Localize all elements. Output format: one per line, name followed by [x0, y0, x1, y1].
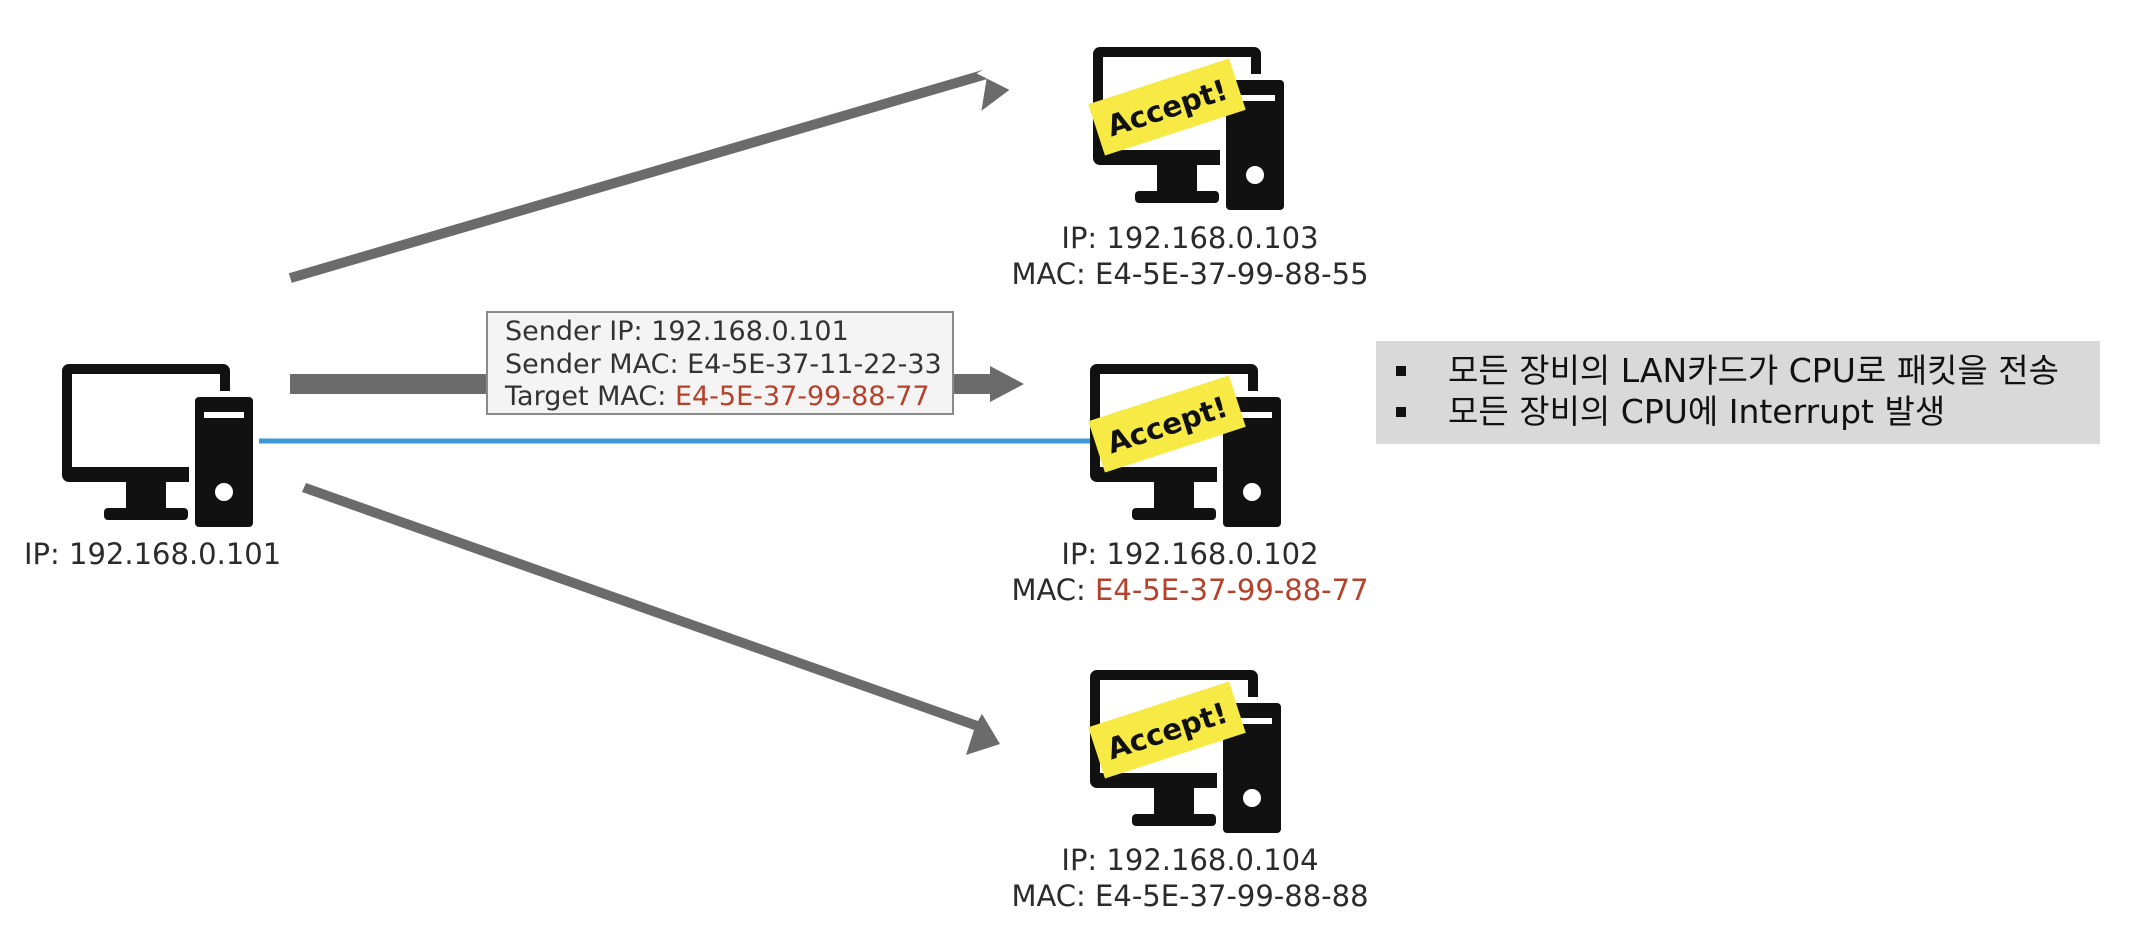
bullet-icon — [1396, 407, 1406, 417]
receiver-top-ip: IP: 192.168.0.103 — [1061, 221, 1319, 255]
receiver-top-mac-value: E4-5E-37-99-88-55 — [1095, 257, 1369, 291]
receiver-bottom-ip: IP: 192.168.0.104 — [1061, 843, 1319, 877]
note-text: 모든 장비의 LAN카드가 CPU로 패킷을 전송 — [1448, 351, 2059, 390]
receiver-top-mac-prefix: MAC: — [1011, 257, 1096, 291]
receiver-middle-labels: IP: 192.168.0.102 MAC: E4-5E-37-99-88-77 — [970, 536, 1410, 608]
receiver-middle-ip: IP: 192.168.0.102 — [1061, 537, 1319, 571]
packet-target-mac-value: E4-5E-37-99-88-77 — [674, 381, 930, 412]
sender-ip-label: IP: 192.168.0.101 — [24, 537, 282, 571]
receiver-top-labels: IP: 192.168.0.103 MAC: E4-5E-37-99-88-55 — [970, 220, 1410, 292]
receiver-middle-mac-value: E4-5E-37-99-88-77 — [1095, 573, 1369, 607]
receiver-middle-mac: MAC: E4-5E-37-99-88-77 — [970, 572, 1410, 608]
packet-target-mac-prefix: Target MAC: — [505, 381, 675, 412]
packet-sender-ip: Sender IP: 192.168.0.101 — [505, 316, 849, 347]
receiver-bottom-mac: MAC: E4-5E-37-99-88-88 — [970, 878, 1410, 914]
receiver-top-mac: MAC: E4-5E-37-99-88-55 — [970, 256, 1410, 292]
arrow-to-top — [288, 69, 1010, 283]
note-item: 모든 장비의 LAN카드가 CPU로 패킷을 전송 — [1396, 350, 2100, 391]
arrow-to-bottom — [302, 483, 1000, 755]
note-text: 모든 장비의 CPU에 Interrupt 발생 — [1448, 392, 1946, 431]
bullet-icon — [1396, 366, 1406, 376]
packet-target-mac: Target MAC: E4-5E-37-99-88-77 — [505, 381, 952, 414]
receiver-bottom-labels: IP: 192.168.0.104 MAC: E4-5E-37-99-88-88 — [970, 842, 1410, 914]
packet-sender-mac: Sender MAC: E4-5E-37-11-22-33 — [505, 348, 942, 380]
receiver-bottom-mac-prefix: MAC: — [1011, 879, 1096, 913]
receiver-middle-mac-prefix: MAC: — [1011, 573, 1096, 607]
receiver-bottom-mac-value: E4-5E-37-99-88-88 — [1095, 879, 1369, 913]
packet-info-box: Sender IP: 192.168.0.101 Sender MAC: E4-… — [486, 311, 954, 415]
sender-computer-icon — [62, 364, 256, 530]
note-item: 모든 장비의 CPU에 Interrupt 발생 — [1396, 391, 2100, 432]
notes-box: 모든 장비의 LAN카드가 CPU로 패킷을 전송 모든 장비의 CPU에 In… — [1376, 341, 2100, 444]
